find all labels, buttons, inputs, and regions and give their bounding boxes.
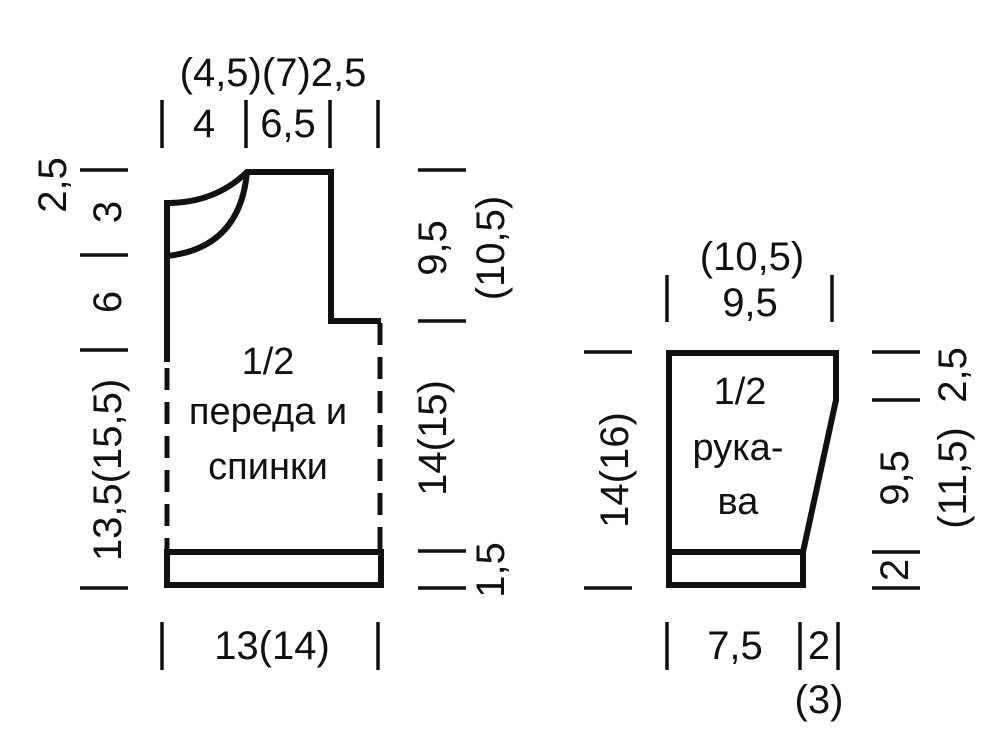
body-right-dim-armhole-alt: (10,5) (469, 196, 513, 301)
sleeve-piece: 1/2 рука- ва (10,5) 9,5 14(16) 2,5 9,5 (… (584, 235, 975, 722)
sleeve-right-dim-cuff: 2 (873, 559, 917, 581)
body-left-dim-neck-drop: 2,5 (31, 157, 75, 213)
body-title-line3: спинки (208, 446, 328, 488)
sleeve-cuff-band (666, 549, 806, 588)
body-outline (164, 169, 381, 362)
body-right-dim-side: 14(15) (411, 380, 455, 496)
sleeve-top-dim: 9,5 (722, 281, 778, 325)
sleeve-left-dim-length: 14(16) (593, 412, 637, 528)
body-right-dim-ticks (418, 168, 466, 590)
body-top-dim-shoulder: 4 (193, 102, 215, 146)
body-top-dim-ticks (160, 100, 380, 148)
body-top-dim-row1: (4,5)(7)2,5 (180, 51, 367, 95)
body-neck-curve (166, 171, 250, 259)
sleeve-bottom-dim-offset-alt: (3) (795, 678, 844, 722)
body-bottom-dim-ticks (160, 622, 380, 670)
sleeve-right-dim-slope-alt: (11,5) (931, 427, 975, 529)
sleeve-top-dim-alt: (10,5) (700, 235, 805, 279)
sleeve-bottom-dim-ticks (665, 622, 840, 670)
sleeve-top-dim-ticks (665, 275, 834, 322)
sleeve-title-line1: 1/2 (714, 371, 767, 413)
sleeve-right-dim-top: 2,5 (931, 347, 975, 403)
sleeve-left-dim-ticks (584, 350, 632, 590)
sleeve-title-line3: ва (718, 481, 760, 523)
sleeve-bottom-dim-offset: 2 (808, 624, 830, 668)
body-hem-band (164, 549, 384, 588)
sleeve-right-dim-ticks (872, 350, 920, 590)
body-piece: 1/2 переда и спинки (4,5)(7)2,5 4 6,5 2,… (31, 51, 513, 670)
body-right-dim-hem: 1,5 (469, 542, 513, 598)
body-bottom-dim-width: 13(14) (214, 624, 330, 668)
body-left-dim-upper: 6 (86, 291, 130, 313)
body-left-dim-lower: 13,5(15,5) (86, 379, 130, 561)
sleeve-bottom-dim-width: 7,5 (707, 624, 763, 668)
sleeve-title-line2: рука- (693, 427, 784, 469)
body-left-dim-neck-depth: 3 (86, 201, 130, 223)
sleeve-right-dim-slope: 9,5 (873, 450, 917, 506)
body-top-dim-neck: 6,5 (260, 102, 316, 146)
body-right-dim-armhole: 9,5 (411, 220, 455, 276)
sleeve-outline (666, 350, 839, 553)
body-title-line2: переда и (189, 391, 347, 433)
body-title-line1: 1/2 (242, 341, 295, 383)
body-left-dim-ticks (80, 168, 128, 590)
